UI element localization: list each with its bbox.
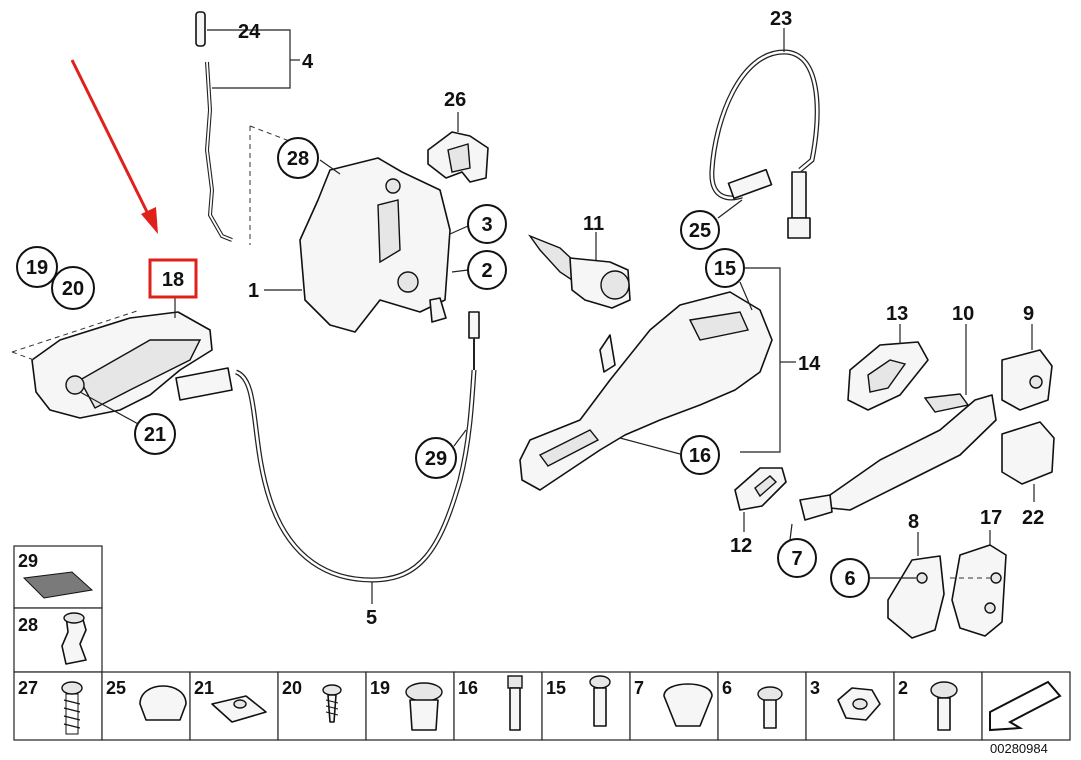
legend-label-7: 7 [634, 678, 644, 698]
label-21: 21 [144, 424, 166, 446]
label-25: 25 [689, 220, 711, 242]
label-7: 7 [791, 548, 802, 570]
label-6: 6 [844, 568, 855, 590]
label-24: 24 [238, 21, 261, 43]
direction-arrow-icon [989, 680, 1062, 732]
highlight-box-18 [148, 258, 198, 299]
callout-6 [830, 558, 870, 598]
label-13: 13 [886, 303, 908, 325]
legend-label-25: 25 [106, 678, 126, 698]
label-3: 3 [481, 214, 492, 236]
label-18: 18 [162, 269, 184, 291]
callout-2 [467, 250, 507, 290]
label-4: 4 [302, 51, 314, 73]
callout-28 [277, 137, 319, 179]
label-17: 17 [980, 507, 1002, 529]
clip-nut-icon [211, 695, 267, 723]
bushing-icon [405, 682, 443, 731]
cable-part-5 [175, 311, 480, 583]
door-lock-part-1 [299, 157, 451, 333]
lock-cylinder-part-11 [528, 234, 631, 309]
callout-29 [415, 437, 457, 479]
label-9: 9 [1023, 303, 1034, 325]
legend-label-20: 20 [282, 678, 302, 698]
handle-carrier-part-14 [519, 291, 773, 491]
label-8: 8 [908, 511, 919, 533]
small-screw-icon [322, 684, 342, 723]
label-2: 2 [481, 260, 492, 282]
legend-label-19: 19 [370, 678, 390, 698]
screw-with-spring-icon [61, 681, 83, 735]
cap-part-22 [1001, 421, 1055, 485]
label-1: 1 [248, 280, 259, 302]
foam-pad-icon [22, 571, 94, 599]
label-22: 22 [1022, 507, 1044, 529]
callout-3 [467, 204, 507, 244]
label-20: 20 [62, 278, 84, 300]
bolt-16-icon [507, 675, 523, 731]
legend-label-3: 3 [810, 678, 820, 698]
callout-7 [777, 538, 817, 578]
label-11: 11 [583, 213, 604, 235]
clip-part-26 [427, 131, 489, 183]
callout-15 [705, 248, 745, 288]
legend-label-29: 29 [18, 551, 38, 571]
cap-part-9 [1001, 349, 1053, 411]
push-clip-icon [61, 612, 87, 665]
label-19: 19 [26, 257, 48, 279]
label-14: 14 [798, 353, 821, 375]
callout-19 [16, 246, 58, 288]
red-pointer-arrow-icon [70, 59, 158, 234]
callout-20 [51, 266, 95, 310]
bolt-15-icon [589, 675, 611, 727]
legend-label-16: 16 [458, 678, 478, 698]
legend-label-28: 28 [18, 615, 38, 635]
rubber-plug-icon [139, 685, 187, 721]
callout-21 [134, 413, 176, 455]
striker-bracket-part-8 [887, 555, 945, 639]
legend-label-15: 15 [546, 678, 566, 698]
inner-handle-part-18 [31, 311, 213, 419]
grommet-icon [663, 683, 713, 727]
label-26: 26 [444, 89, 466, 111]
callout-25 [680, 210, 720, 250]
hex-nut-icon [837, 687, 881, 721]
label-23: 23 [770, 8, 792, 30]
rod-part-4 [195, 11, 233, 242]
legend-label-27: 27 [18, 678, 38, 698]
label-10: 10 [952, 303, 974, 325]
legend-label-21: 21 [194, 678, 214, 698]
legend-label-6: 6 [722, 678, 732, 698]
label-29: 29 [425, 448, 447, 470]
label-12: 12 [730, 535, 752, 557]
bowden-cable-part-23 [709, 49, 820, 239]
document-number: 00280984 [990, 741, 1048, 756]
label-16: 16 [689, 445, 711, 467]
callout-16 [680, 435, 720, 475]
torx-screw-6-icon [757, 686, 783, 729]
gasket-part-13 [847, 341, 929, 411]
striker-plate-part-17 [951, 544, 1007, 637]
seal-part-12 [734, 467, 787, 511]
label-15: 15 [714, 258, 736, 280]
label-28: 28 [287, 148, 309, 170]
torx-screw-2-icon [930, 681, 958, 731]
label-5: 5 [366, 607, 377, 629]
outer-handle-part-10 [799, 393, 997, 521]
legend-label-2: 2 [898, 678, 908, 698]
